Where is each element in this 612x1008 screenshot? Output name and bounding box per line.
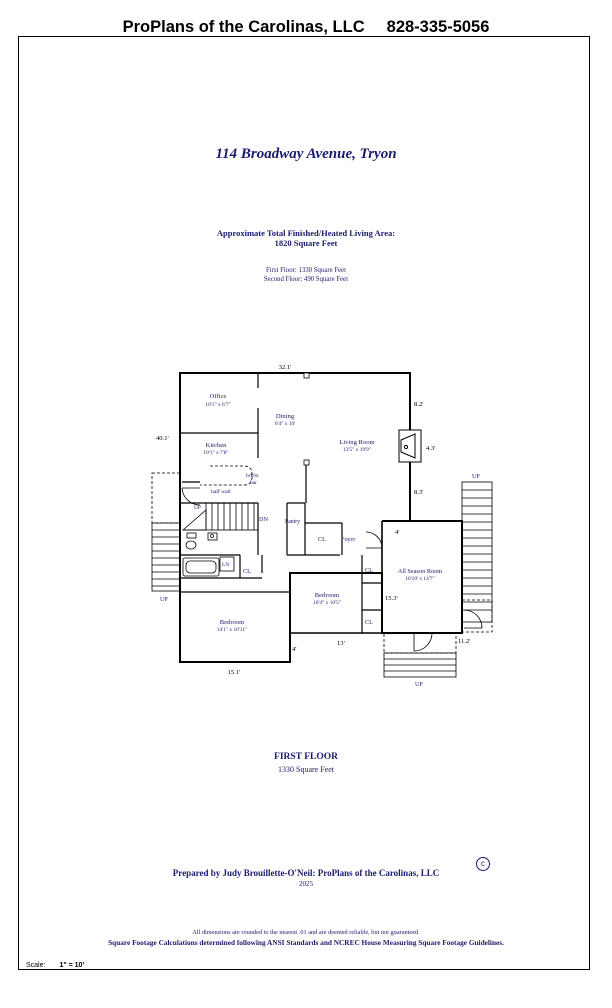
brkfst-label: brkfst <box>246 472 259 479</box>
bedroom1-label: Bedroom <box>315 592 340 599</box>
header: ProPlans of the Carolinas, LLC 828-335-50… <box>0 18 612 37</box>
first-floor-area: First Floor: 1330 Square Feet <box>265 267 347 274</box>
bar-label: bar <box>250 480 257 486</box>
total-area-block: Approximate Total Finished/Heated Living… <box>0 228 612 248</box>
fireplace <box>398 429 422 463</box>
dim-4a: 4' <box>395 529 400 536</box>
floor-area: 1330 Square Feet <box>278 765 334 774</box>
second-floor-area: Second Floor: 490 Square Feet <box>263 276 349 283</box>
foyer-label: Foyer <box>341 536 355 543</box>
half-wall-label: half wall <box>211 488 231 495</box>
bedroom1-size: 10'4" x 10'5" <box>313 600 341 606</box>
interior-staircase <box>181 502 259 531</box>
bedroom2-size: 14'1" x 10'11" <box>217 627 247 633</box>
dim-4b: 4' <box>292 646 297 653</box>
kitchen-label: Kitchen <box>206 442 228 449</box>
stairs-up-left: UP <box>160 597 168 603</box>
page-frame <box>18 36 590 970</box>
breakfast-bar <box>200 465 253 486</box>
dining-label: Dining <box>276 413 295 420</box>
left-stairs <box>151 522 181 592</box>
scale-value: 1" = 10' <box>59 962 85 969</box>
prepared-by: Prepared by Judy Brouillette-O'Neil: Pro… <box>172 868 440 878</box>
company-name: ProPlans of the Carolinas, LLC <box>122 18 365 36</box>
closet-label-4: CL <box>365 619 373 626</box>
allseason-label: All Season Room <box>398 568 443 575</box>
company-phone: 828-335-5056 <box>386 18 490 36</box>
dim-15-3: 15.3' <box>385 595 398 602</box>
floor-areas: First Floor: 1330 Square Feet Second Flo… <box>0 266 612 284</box>
bathroom-fixtures <box>182 532 235 577</box>
dim-13: 13' <box>337 640 345 647</box>
copyright-icon: c <box>476 857 490 871</box>
dim-top: 32.1' <box>279 364 292 371</box>
kitchen-size: 10'1" x 7'8" <box>203 450 228 456</box>
allseason-size: 10'10' x 14'7" <box>405 576 434 582</box>
right-deck <box>462 599 493 633</box>
dim-11-2: 11.2' <box>458 638 470 645</box>
post-living <box>303 459 310 466</box>
floor-name: FIRST FLOOR <box>274 752 338 762</box>
living-label: Living Room <box>339 439 375 446</box>
dim-left: 40.1' <box>156 435 169 442</box>
closet-label-1: CL <box>318 536 326 543</box>
property-address: 114 Broadway Avenue, Tryon <box>215 146 397 162</box>
right-stairs <box>461 481 493 623</box>
disclaimer: All dimensions are rounded to the neares… <box>192 929 420 936</box>
left-deck <box>151 472 181 524</box>
dining-size: 6'4" x 10' <box>275 421 295 427</box>
scale: Scale: 1" = 10' <box>26 962 84 969</box>
standards-note: Square Footage Calculations determined f… <box>108 938 504 947</box>
closet-label-3: CL <box>365 567 373 574</box>
door-swings <box>181 487 483 652</box>
office-size: 10'1" x 6'7" <box>205 402 230 408</box>
living-size: 13'5" x 19'9" <box>343 447 371 453</box>
bedroom2-label: Bedroom <box>220 619 245 626</box>
post-top <box>303 372 310 379</box>
office-label: Office <box>210 393 227 400</box>
stairs-up-bottom: UP <box>415 682 423 688</box>
bottom-stairs <box>383 652 457 678</box>
closet-label-2: CL <box>243 568 251 575</box>
linen-label: LN <box>222 562 229 568</box>
total-area-title: Approximate Total Finished/Heated Living… <box>216 228 396 238</box>
dim-fireplace: 4.3' <box>426 445 435 452</box>
dim-r2: 8.3' <box>414 489 423 496</box>
stairs-up-right: UP <box>472 474 480 480</box>
total-area-value: 1820 Square Feet <box>274 238 338 248</box>
pantry-label: Pantry <box>285 519 300 525</box>
stairs-up-label: UP <box>194 505 201 511</box>
dim-bottom: 15.1' <box>228 669 241 676</box>
prepared-year: 2025 <box>299 880 313 888</box>
stairs-down-label: DN <box>259 516 268 523</box>
scale-label: Scale: <box>26 962 46 969</box>
dim-r1: 8.2' <box>414 401 423 408</box>
